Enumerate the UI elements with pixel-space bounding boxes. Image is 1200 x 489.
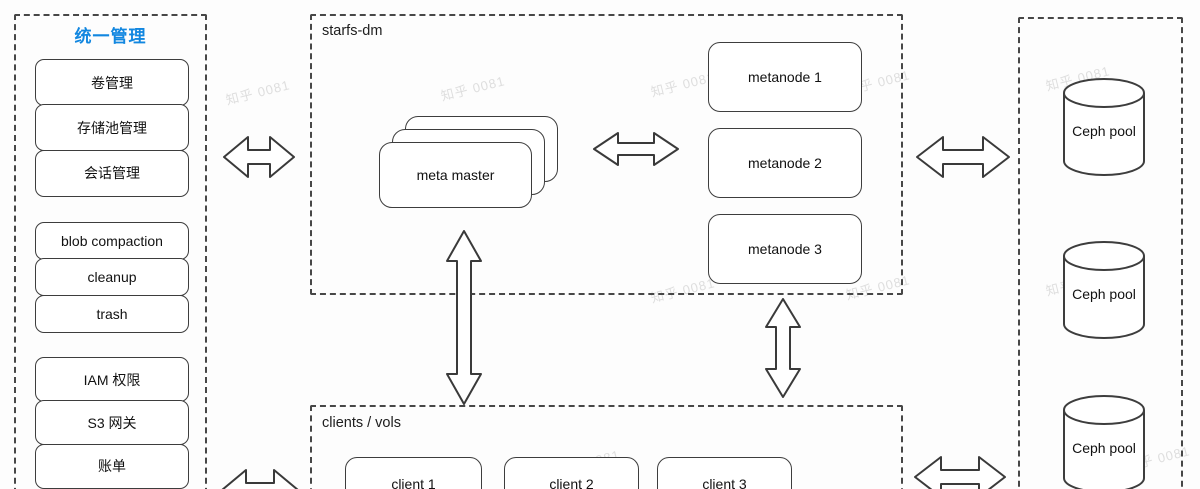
node-blob-compaction: blob compaction — [35, 222, 189, 260]
double-arrow-horizontal-icon — [914, 456, 1006, 489]
clients-vols-panel: clients / vols client 1 client 2 client … — [310, 405, 903, 489]
node-trash: trash — [35, 294, 189, 333]
node-metanode-3: metanode 3 — [708, 214, 862, 284]
double-arrow-vertical-icon — [446, 230, 482, 405]
double-arrow-horizontal-icon — [916, 136, 1010, 178]
cylinder-icon — [1063, 395, 1145, 489]
node-client-3: client 3 — [657, 457, 792, 489]
double-arrow-horizontal-icon — [593, 132, 679, 166]
management-group-maintenance: blob compaction cleanup trash — [35, 222, 189, 333]
ceph-pool-panel: Ceph pool Ceph pool Ceph pool — [1018, 17, 1183, 489]
panel-label-clients-vols: clients / vols — [322, 415, 401, 431]
ceph-pool-label: Ceph pool — [1072, 286, 1136, 302]
ceph-pool-cylinder-2: Ceph pool — [1062, 240, 1146, 340]
cylinder-icon — [1063, 78, 1145, 176]
starfs-dm-panel: starfs-dm meta master metanode 1 metanod… — [310, 14, 903, 295]
node-iam-permissions: IAM 权限 — [35, 357, 189, 402]
ceph-pool-cylinder-3: Ceph pool — [1062, 394, 1146, 489]
unified-management-panel: 统一管理 卷管理 存储池管理 会话管理 blob compaction clea… — [14, 14, 207, 489]
node-metanode-2: metanode 2 — [708, 128, 862, 198]
double-arrow-horizontal-icon — [221, 469, 299, 489]
cylinder-icon — [1063, 241, 1145, 339]
ceph-pool-label: Ceph pool — [1072, 123, 1136, 139]
node-s3-gateway: S3 网关 — [35, 400, 189, 446]
node-meta-master: meta master — [379, 142, 532, 208]
node-client-2: client 2 — [504, 457, 639, 489]
double-arrow-horizontal-icon — [223, 136, 295, 178]
node-volume-management: 卷管理 — [35, 59, 189, 106]
node-cleanup: cleanup — [35, 258, 189, 297]
management-group-access: IAM 权限 S3 网关 账单 — [35, 357, 189, 489]
management-group-core: 卷管理 存储池管理 会话管理 — [35, 59, 189, 197]
ceph-pool-cylinder-1: Ceph pool — [1062, 77, 1146, 177]
node-metanode-1: metanode 1 — [708, 42, 862, 112]
double-arrow-vertical-icon — [765, 298, 801, 398]
node-storage-pool-management: 存储池管理 — [35, 104, 189, 152]
panel-title-unified-management: 统一管理 — [74, 27, 147, 46]
panel-label-starfs-dm: starfs-dm — [322, 23, 383, 39]
node-session-management: 会话管理 — [35, 149, 189, 197]
node-billing: 账单 — [35, 443, 189, 489]
meta-master-stack: meta master — [379, 116, 559, 208]
ceph-pool-label: Ceph pool — [1072, 440, 1136, 456]
node-client-1: client 1 — [345, 457, 482, 489]
watermark: 知乎 0081 — [224, 77, 292, 108]
